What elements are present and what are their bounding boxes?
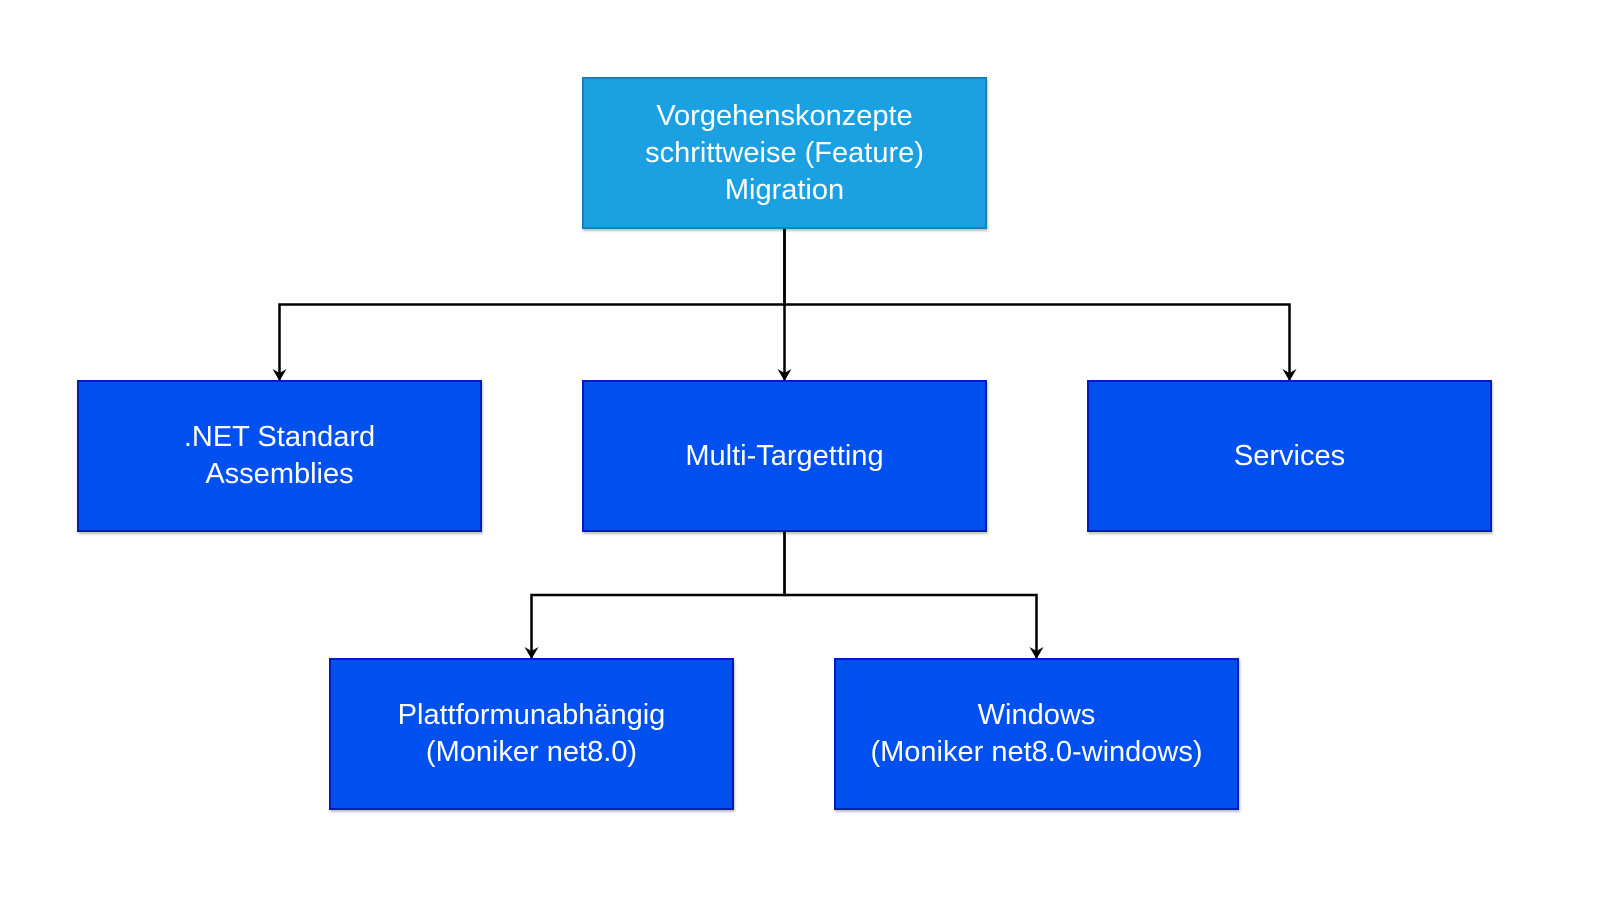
node-platform-independent[interactable]: Plattformunabhängig (Moniker net8.0): [329, 658, 734, 810]
node-net-standard-assemblies[interactable]: .NET Standard Assemblies: [77, 380, 482, 532]
edge-root-to-net-std: [272, 229, 786, 381]
edge-multi-to-platform: [524, 532, 786, 659]
node-label: Vorgehenskonzepte schrittweise (Feature)…: [645, 99, 924, 206]
node-windows[interactable]: Windows (Moniker net8.0-windows): [834, 658, 1239, 810]
node-label: Services: [1233, 439, 1346, 472]
node-root-migration-concepts[interactable]: Vorgehenskonzepte schrittweise (Feature)…: [582, 77, 987, 229]
node-label: Multi-Targetting: [685, 439, 884, 472]
node-label: Windows (Moniker net8.0-windows): [870, 699, 1203, 768]
node-label: .NET Standard Assemblies: [183, 421, 376, 490]
edge-root-to-services: [783, 229, 1297, 381]
edge-multi-to-windows: [783, 532, 1044, 659]
node-label: Plattformunabhängig (Moniker net8.0): [397, 699, 666, 768]
node-services[interactable]: Services: [1087, 380, 1492, 532]
node-multi-targetting[interactable]: Multi-Targetting: [582, 380, 987, 532]
